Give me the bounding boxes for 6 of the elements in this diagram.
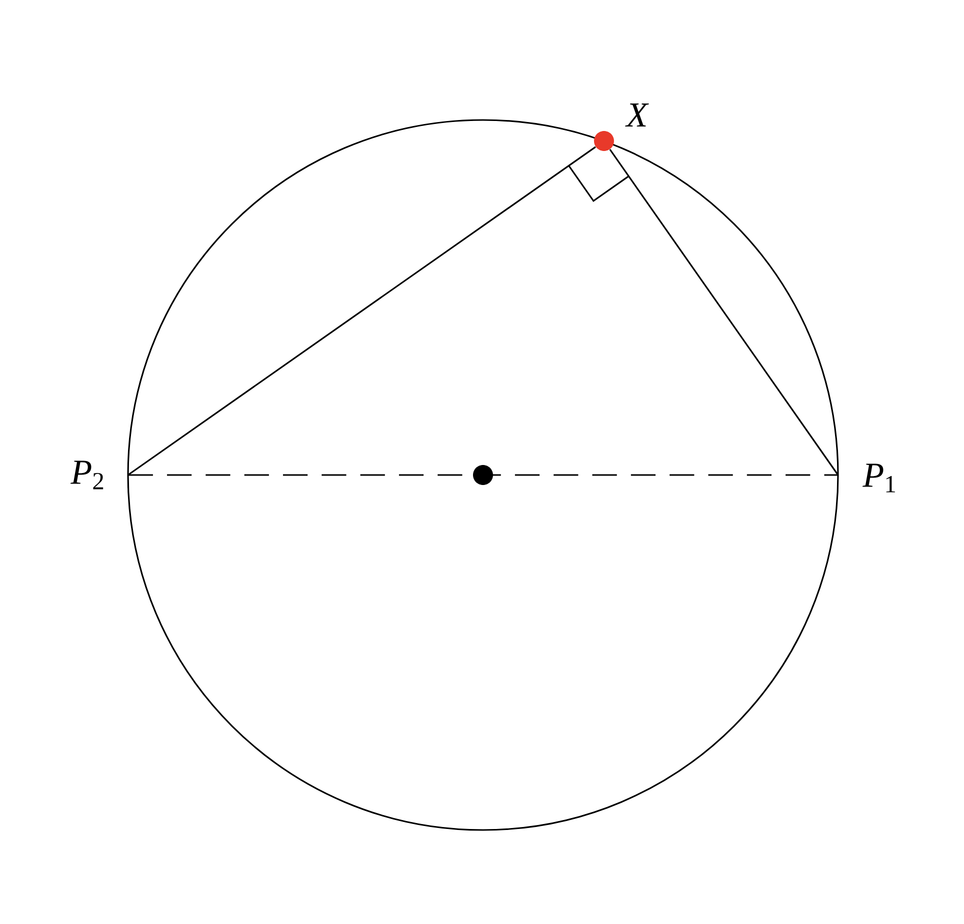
point-label: P$_{2}$ — [70, 460, 104, 490]
line — [609, 149, 838, 476]
point-label: X — [625, 103, 649, 126]
line — [128, 146, 596, 476]
point-label: P$_{1}$ — [862, 464, 895, 492]
line — [128, 474, 838, 476]
